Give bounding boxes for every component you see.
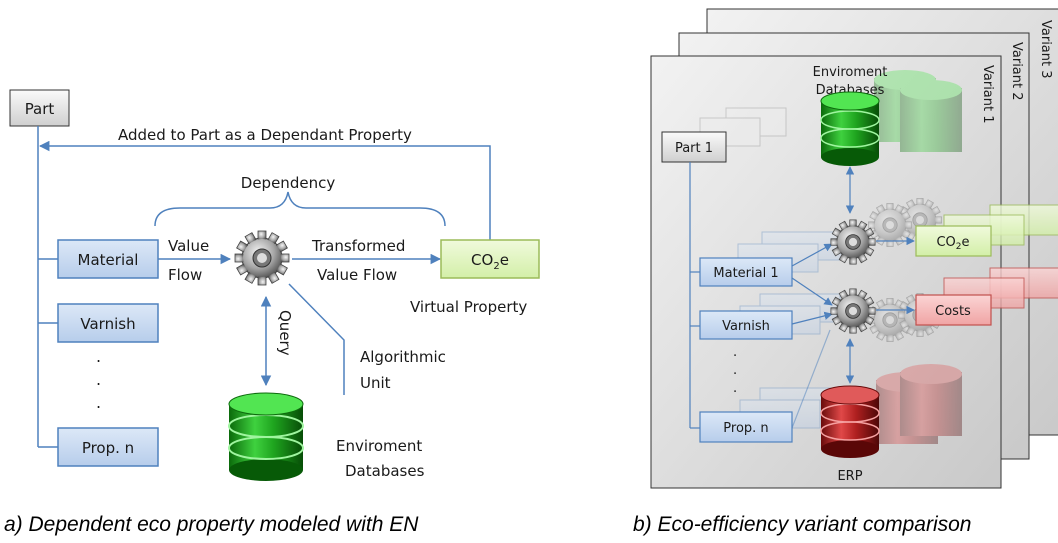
algorithmic-unit-label: Unit [360,374,391,392]
flow-arrow [791,311,833,325]
env-db-label: Databases [345,462,425,480]
co2e-label: CO2e [471,251,509,272]
variant3-label: Variant 3 [1038,20,1053,79]
part1-label: Part 1 [675,141,713,156]
right-propn-label: Prop. n [723,421,768,436]
ellipsis-dot: . [733,363,737,378]
variant2-label: Variant 2 [1009,42,1024,101]
right-costs-label: Costs [935,304,971,319]
varnish-label: Varnish [80,315,135,333]
dependency-label: Dependency [241,174,336,192]
right-varnish-label: Varnish [722,319,770,334]
right-co2e-box [915,225,992,257]
variant1-label: Variant 1 [980,65,995,124]
material-box [57,239,159,279]
query-label: Query [276,310,294,356]
virtual-property-label: Virtual Property [410,298,527,316]
propn-box [57,427,159,467]
database-icon [228,392,304,481]
algorithmic-unit-label: Algorithmic [360,348,446,366]
material-label: Material [78,251,139,269]
algorithmic-callout-line [288,283,345,395]
ellipsis-dot: . [96,347,101,366]
erp-label: ERP [837,469,862,484]
propn-label: Prop. n [82,439,134,457]
left-diagram: Part Added to Part as a Dependant Proper… [9,89,540,481]
right-co2e-label: CO2e [936,235,969,252]
flow-arrow [791,277,833,306]
right-diagram: Variant 3 Variant 2 Variant 1 [650,8,1058,489]
part-box [9,89,70,127]
ellipsis-dot: . [733,381,737,396]
transformed-flow-label: Transformed [311,237,405,255]
co2e-box [440,239,540,279]
gear-icon [234,230,290,286]
env-db-label: Enviroment [336,437,422,455]
added-to-part-arrow [38,140,491,240]
dependency-brace [154,191,446,227]
flow-arrow [791,243,833,267]
value-flow-label: Value [168,237,209,255]
database-icon [820,385,880,458]
varnish-box [57,303,159,343]
part1-box [661,131,727,163]
right-propn-box [699,411,793,443]
right-env-db-label: Enviroment [813,65,888,80]
right-varnish-box [699,310,793,340]
caption-b: b) Eco-efficiency variant comparison [633,513,971,536]
database-icon [820,91,880,166]
right-costs-box [915,294,992,326]
material1-label: Material 1 [713,266,778,281]
caption-a: a) Dependent eco property modeled with E… [4,513,419,536]
transformed-flow-label: Value Flow [317,266,397,284]
part-label: Part [25,100,55,118]
ellipsis-dot: . [733,345,737,360]
value-flow-label: Flow [168,266,202,284]
added-note: Added to Part as a Dependant Property [118,126,412,144]
flow-arrow [791,329,831,429]
ellipsis-dot: . [96,370,101,389]
material1-box [699,257,793,287]
ellipsis-dot: . [96,393,101,412]
